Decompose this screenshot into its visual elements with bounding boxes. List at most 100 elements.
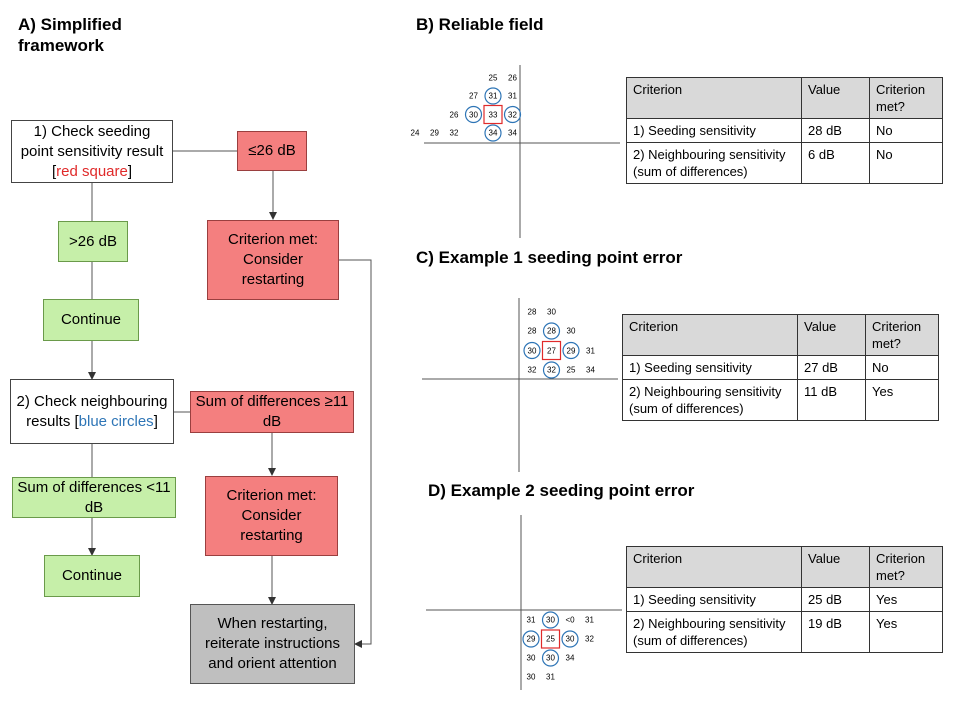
header-criterion: Criterion (626, 77, 802, 119)
field-value: 33 (488, 110, 498, 119)
field-value: 25 (546, 634, 555, 644)
field-value: 30 (546, 653, 555, 663)
seed-square (540, 629, 561, 649)
neighbour-circle (541, 611, 560, 629)
field-value: 34 (508, 128, 517, 138)
field-value: 34 (565, 653, 575, 663)
panel-b-title: B) Reliable field (416, 15, 544, 34)
field-value: 31 (586, 346, 595, 355)
value-cell: 28 dB (801, 118, 870, 143)
field-value: 34 (586, 365, 595, 375)
field-value: 28 (547, 326, 556, 336)
table-row: 1) Seeding sensitivity 27 dB No (622, 355, 939, 380)
header-met: Criterion met? (865, 314, 939, 356)
field-value: 32 (547, 365, 556, 375)
field-value: 29 (566, 346, 576, 355)
met-cell: Yes (869, 587, 943, 612)
neighbour-circle (522, 630, 540, 648)
field-value: 30 (546, 615, 555, 625)
neighbour-circle (561, 630, 579, 648)
neighbour-circle (542, 361, 561, 379)
field-value: 31 (546, 672, 555, 682)
table-c: Criterion Value Criterion met? 1) Seedin… (622, 314, 939, 421)
field-value: 32 (449, 128, 459, 138)
field-value: 26 (449, 110, 459, 119)
criterion-cell: 1) Seeding sensitivity (626, 118, 802, 143)
seed-square (541, 340, 562, 361)
criterion-met-box-2: Criterion met: Consider restarting (205, 476, 338, 556)
neighbour-circle (484, 87, 502, 105)
neighbour-circle (523, 341, 541, 360)
neighbour-circle (484, 124, 502, 142)
restart-box: When restarting, reiterate instructions … (190, 604, 355, 684)
field-value: 32 (508, 110, 517, 119)
header-value: Value (801, 77, 870, 119)
field-value: 30 (526, 672, 536, 682)
table-row: 2) Neighbouring sensitivity (sum of diff… (626, 611, 943, 653)
table-header-row: Criterion Value Criterion met? (626, 546, 943, 588)
met-cell: No (865, 355, 939, 380)
table-b: Criterion Value Criterion met? 1) Seedin… (626, 77, 943, 184)
value-cell: 11 dB (797, 379, 866, 421)
panel-c-title: C) Example 1 seeding point error (416, 248, 683, 267)
field-value: 30 (469, 110, 478, 119)
seed-square (483, 104, 503, 125)
field-value: 32 (527, 365, 537, 375)
neighbour-circle (464, 105, 483, 124)
table-d: Criterion Value Criterion met? 1) Seedin… (626, 546, 943, 653)
field-value: 32 (585, 634, 594, 644)
table-row: 2) Neighbouring sensitivity (sum of diff… (626, 142, 943, 184)
met-cell: No (869, 118, 943, 143)
field-value: 28 (527, 307, 537, 316)
field-value: 31 (508, 91, 517, 101)
field-value: 28 (527, 326, 537, 336)
check-neighbouring-box: 2) Check neighbouring results [blue circ… (10, 379, 174, 444)
met-cell: Yes (865, 379, 939, 421)
criterion-cell: 2) Neighbouring sensitivity (sum of diff… (622, 379, 798, 421)
gt26-box: >26 dB (58, 221, 128, 262)
field-value: 30 (527, 346, 537, 355)
value-cell: 27 dB (797, 355, 866, 380)
table-header-row: Criterion Value Criterion met? (626, 77, 943, 119)
field-value: 30 (566, 326, 576, 336)
field-value: 25 (566, 365, 576, 375)
field-value: 26 (508, 73, 517, 82)
le26-box: ≤26 dB (237, 131, 307, 171)
met-cell: No (869, 142, 943, 184)
table-row: 1) Seeding sensitivity 28 dB No (626, 118, 943, 143)
continue-box-2: Continue (44, 555, 140, 597)
table-row: 1) Seeding sensitivity 25 dB Yes (626, 587, 943, 612)
field-value: <0 (565, 615, 575, 625)
header-value: Value (797, 314, 866, 356)
sum-lt11-box: Sum of differences <11 dB (12, 477, 176, 518)
header-criterion: Criterion (622, 314, 798, 356)
neighbour-circle (503, 105, 522, 124)
table-row: 2) Neighbouring sensitivity (sum of diff… (622, 379, 939, 421)
panel-d-title: D) Example 2 seeding point error (428, 481, 695, 500)
value-cell: 6 dB (801, 142, 870, 184)
met-cell: Yes (869, 611, 943, 653)
field-value: 31 (488, 91, 498, 101)
field-value: 31 (585, 615, 594, 625)
field-value: 24 (410, 128, 420, 138)
criterion-cell: 1) Seeding sensitivity (626, 587, 802, 612)
field-value: 30 (547, 307, 556, 316)
check-seeding-box: 1) Check seeding point sensitivity resul… (11, 120, 173, 183)
field-value: 29 (430, 128, 439, 138)
field-value: 30 (526, 653, 536, 663)
neighbour-circle (541, 649, 560, 667)
criterion-met-box-1: Criterion met: Consider restarting (207, 220, 339, 300)
sum-ge11-box: Sum of differences ≥11 dB (190, 391, 354, 433)
field-value: 27 (547, 346, 556, 355)
field-value: 27 (469, 91, 478, 101)
value-cell: 25 dB (801, 587, 870, 612)
value-cell: 19 dB (801, 611, 870, 653)
table-header-row: Criterion Value Criterion met? (622, 314, 939, 356)
